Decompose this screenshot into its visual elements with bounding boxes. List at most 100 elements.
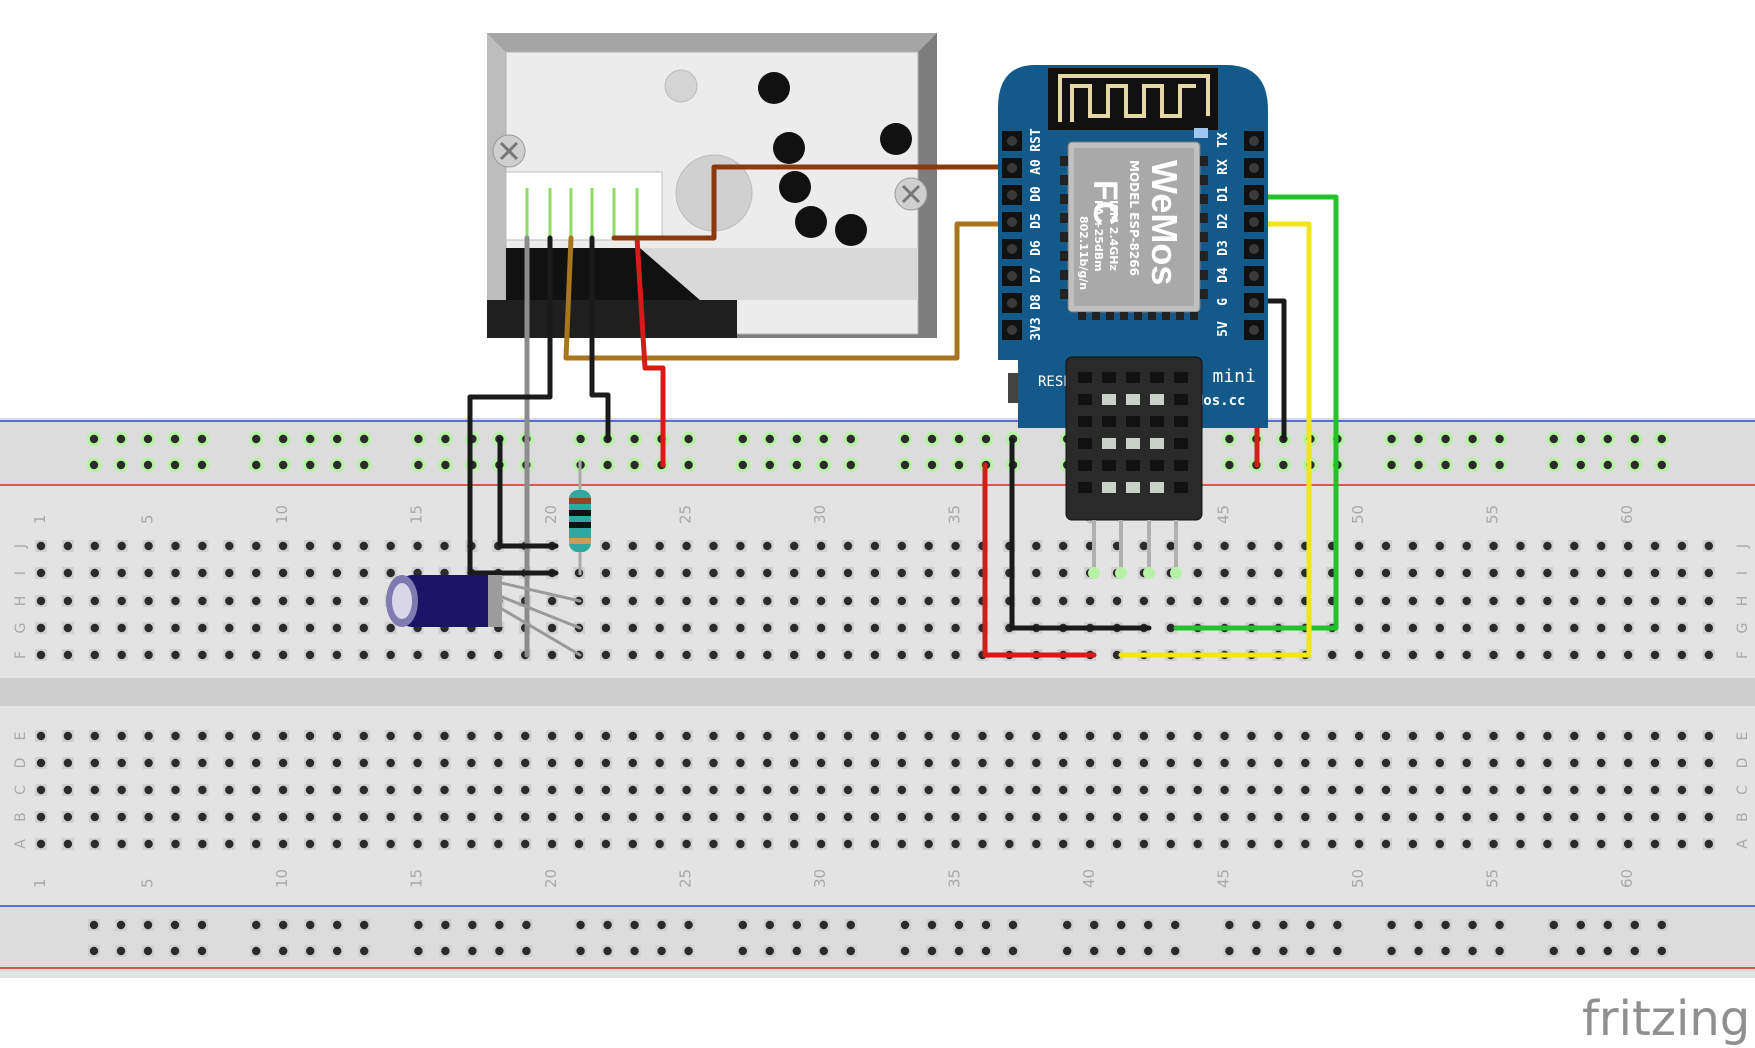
breadboard-hole — [1057, 784, 1070, 796]
breadboard-hole — [1326, 811, 1339, 823]
rail-hole — [1438, 457, 1454, 473]
breadboard-hole — [1649, 730, 1661, 742]
rail-hole — [329, 431, 345, 447]
column-number: 5 — [139, 878, 157, 888]
breadboard-hole — [653, 784, 666, 796]
breadboard-hole — [1111, 595, 1123, 607]
breadboard-hole — [922, 567, 935, 579]
breadboard-hole — [573, 811, 585, 823]
breadboard-hole — [1487, 784, 1500, 796]
breadboard-hole — [976, 811, 989, 823]
breadboard-hole — [1406, 838, 1419, 850]
module-pad — [1200, 270, 1208, 280]
breadboard-hole — [384, 784, 397, 796]
breadboard-hole — [707, 567, 720, 579]
column-number: 55 — [1484, 505, 1502, 524]
breadboard-hole — [142, 811, 155, 823]
rail-hole — [1439, 945, 1452, 957]
breadboard-hole — [546, 649, 559, 661]
breadboard-hole — [653, 811, 666, 823]
breadboard-hole — [546, 757, 559, 769]
breadboard-hole — [734, 784, 747, 796]
column-number: 40 — [1080, 869, 1098, 888]
breadboard-hole — [142, 838, 155, 850]
breadboard-hole — [922, 757, 935, 769]
breadboard-hole — [1030, 730, 1043, 742]
rail-hole — [466, 945, 479, 957]
breadboard-hole — [1218, 811, 1231, 823]
rail-hole — [1007, 919, 1019, 931]
breadboard-hole — [868, 567, 881, 579]
breadboard-hole — [1433, 595, 1446, 607]
rail-hole — [1628, 945, 1641, 957]
dht-vent — [1126, 372, 1140, 383]
row-letter: C — [13, 785, 29, 795]
breadboard-hole — [842, 757, 854, 769]
header-pin: G — [1216, 293, 1264, 313]
rail-hole — [439, 945, 452, 957]
module-pad — [1200, 232, 1208, 242]
breadboard-hole — [1003, 838, 1016, 850]
breadboard-hole — [815, 757, 828, 769]
row-letter: J — [13, 544, 29, 549]
rail-hole — [113, 431, 129, 447]
rail-hole — [304, 945, 317, 957]
breadboard-hole — [546, 622, 559, 634]
rail-hole — [1331, 919, 1344, 931]
breadboard-hole — [465, 757, 478, 769]
breadboard-hole — [330, 622, 343, 634]
breadboard-hole — [88, 595, 101, 607]
rail-hole — [410, 431, 426, 447]
breadboard-hole — [707, 838, 720, 850]
dht-vent — [1174, 416, 1188, 427]
rail-hole — [520, 945, 533, 957]
rail-hole — [356, 431, 372, 447]
breadboard-hole — [680, 567, 693, 579]
breadboard-hole — [61, 784, 74, 796]
breadboard-hole — [1326, 757, 1339, 769]
rail-hole — [681, 457, 697, 473]
breadboard-hole — [35, 730, 47, 742]
wire-black — [589, 235, 611, 442]
header-pin: RX — [1216, 158, 1264, 178]
breadboard-hole — [788, 838, 801, 850]
breadboard-hole — [1568, 757, 1581, 769]
breadboard-hole — [304, 838, 316, 850]
breadboard-hole — [438, 540, 451, 552]
breadboard-hole — [1702, 730, 1715, 742]
rail-hole — [1088, 919, 1101, 931]
breadboard-hole — [1380, 838, 1392, 850]
rail-hole — [1492, 457, 1508, 473]
breadboard-hole — [169, 784, 182, 796]
wemos-d1-mini: FC WeMos MODEL ESP-8266 ISM 2.4GHz PA +2… — [998, 65, 1268, 428]
breadboard-hole — [330, 595, 343, 607]
breadboard-hole — [1406, 540, 1419, 552]
breadboard-hole — [680, 730, 693, 742]
rail-hole — [628, 919, 641, 931]
rail-hole — [844, 945, 857, 957]
rail-hole — [1439, 919, 1452, 931]
breadboard-hole — [357, 595, 370, 607]
rail-hole — [358, 919, 371, 931]
breadboard-hole — [1541, 838, 1554, 850]
breadboard-hole — [1406, 757, 1419, 769]
breadboard-hole — [868, 595, 881, 607]
breadboard-hole — [277, 838, 290, 850]
breadboard-hole — [1675, 838, 1688, 850]
rail-hole — [1088, 945, 1101, 957]
breadboard-hole — [1622, 649, 1635, 661]
dht-vent — [1150, 460, 1164, 471]
breadboard-hole — [142, 649, 155, 661]
breadboard-hole — [384, 811, 397, 823]
breadboard-hole — [1460, 622, 1473, 634]
rail-hole — [897, 457, 913, 473]
breadboard-hole — [895, 540, 908, 552]
breadboard-hole — [115, 757, 128, 769]
rail-hole — [113, 457, 129, 473]
breadboard-hole — [1164, 757, 1177, 769]
breadboard-hole — [115, 595, 128, 607]
breadboard-hole — [1191, 540, 1204, 552]
rail-hole — [843, 431, 859, 447]
